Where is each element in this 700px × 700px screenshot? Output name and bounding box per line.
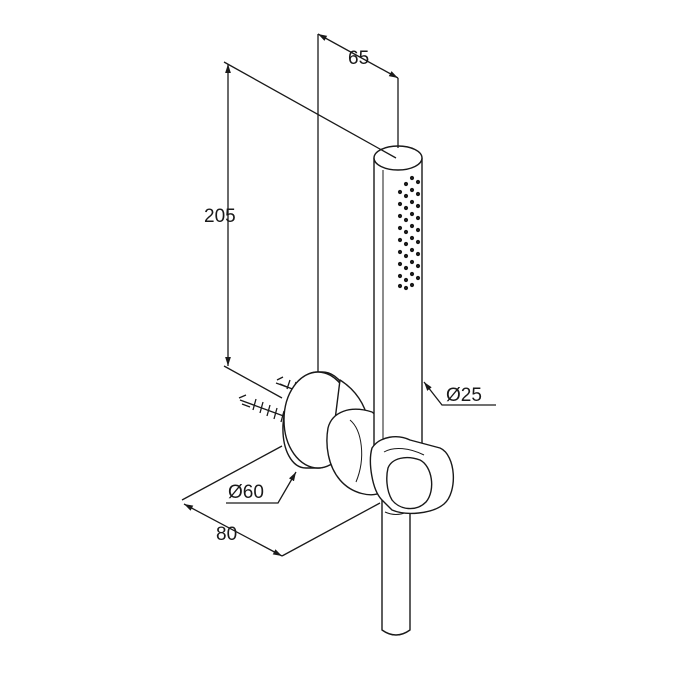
shower-hose <box>381 499 411 636</box>
wall-connector-neck <box>326 408 383 496</box>
spray-nozzles <box>397 175 421 291</box>
dimension-handshower-diameter: Ø25 <box>423 381 496 406</box>
shower-holder-bracket <box>369 436 455 515</box>
dimension-handshower-diameter-label: Ø25 <box>446 385 482 406</box>
dimension-projection-label: 80 <box>216 524 237 545</box>
dimension-height: 205 <box>204 61 397 399</box>
dimension-flange-diameter-label: Ø60 <box>228 482 264 503</box>
dimension-projection: 80 <box>181 445 381 557</box>
dimension-width: 65 <box>317 33 399 372</box>
dimension-flange-diameter: Ø60 <box>226 471 297 504</box>
handshower <box>373 145 423 465</box>
dimension-height-label: 205 <box>204 206 236 227</box>
dimension-width-label: 65 <box>348 48 369 69</box>
